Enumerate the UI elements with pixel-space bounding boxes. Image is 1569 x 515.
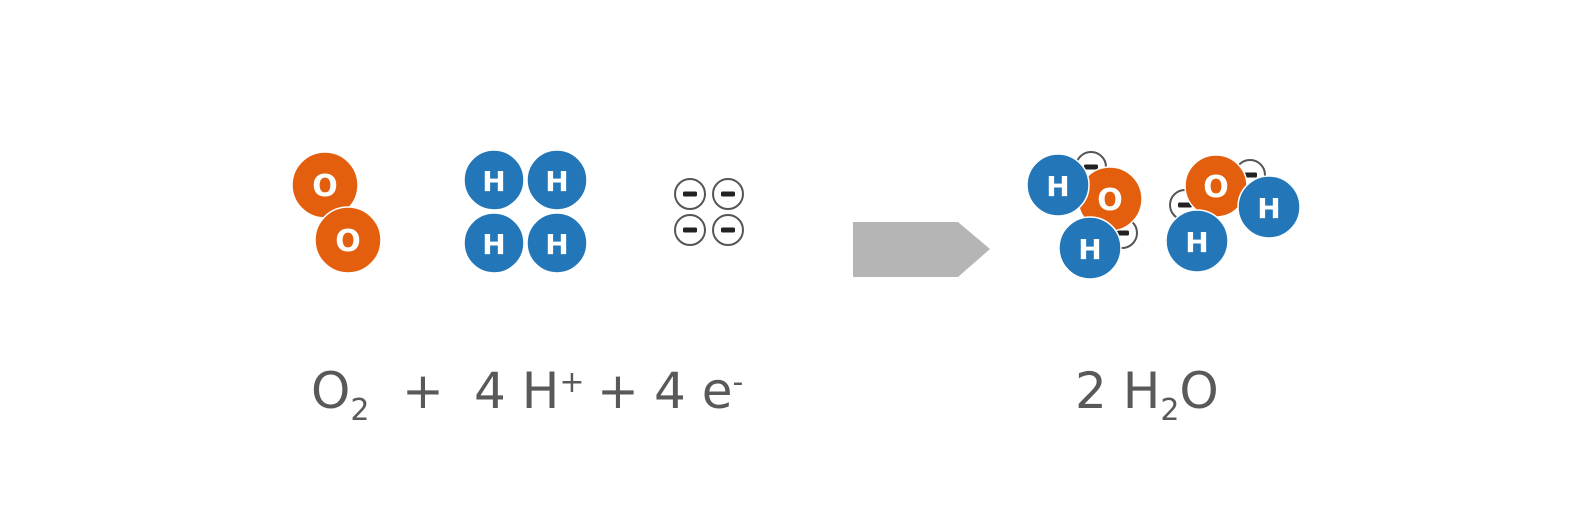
water-symbol-o: O xyxy=(1179,362,1219,420)
electron xyxy=(674,214,706,246)
oxygen-symbol: O xyxy=(1203,170,1229,205)
electron-symbol: 4 e xyxy=(654,362,733,420)
hydrogen-symbol: H xyxy=(1257,192,1280,225)
hydrogen-atom: H xyxy=(1237,175,1301,239)
hydrogen-ion: H xyxy=(463,149,525,211)
plus-sign: + xyxy=(597,362,639,420)
hydrogen-ion: H xyxy=(526,149,588,211)
hydrogen-ion: H xyxy=(526,212,588,274)
oxygen-atom: O xyxy=(1077,166,1143,232)
right-arrow-icon xyxy=(853,222,990,277)
hydrogen-symbol: H xyxy=(545,165,568,198)
hydrogen-circle xyxy=(463,212,525,274)
water-formula: 2 H2O xyxy=(1075,366,1219,426)
minus-sign xyxy=(683,227,697,233)
hydrogen-symbol: H xyxy=(545,228,568,261)
oxygen-symbol: O xyxy=(1097,183,1123,218)
hydrogen-circle xyxy=(463,149,525,211)
hydrogen-circle xyxy=(526,212,588,274)
electron-charge: - xyxy=(732,365,744,400)
hydrogen-ion: H xyxy=(463,212,525,274)
electron xyxy=(712,178,744,210)
water-symbol-h: 2 H xyxy=(1075,362,1161,420)
oxygen-circle xyxy=(314,206,382,274)
oxygen-atom: O xyxy=(291,151,359,219)
electron xyxy=(674,178,706,210)
hydrogen-circle xyxy=(1237,175,1301,239)
hydrogen-atom: H xyxy=(1058,216,1122,280)
hydrogen-circle xyxy=(526,149,588,211)
hydrogen-atom: H xyxy=(1165,209,1229,273)
hydrogen-symbol: H xyxy=(1046,170,1069,203)
minus-sign xyxy=(1243,172,1257,178)
oxygen-atom: O xyxy=(314,206,382,274)
minus-sign xyxy=(1084,164,1098,170)
electrons-group xyxy=(674,178,744,246)
plus-sign: + xyxy=(402,362,444,420)
hydrogen-symbol: H xyxy=(482,228,505,261)
hydrogen-ion-symbol: 4 H xyxy=(474,362,560,420)
hydrogen-ions-group: H H H H xyxy=(463,149,588,274)
water-molecule: O H H xyxy=(1026,151,1143,280)
hydrogen-ion-formula: 4 H+ xyxy=(474,366,584,416)
minus-sign xyxy=(1178,202,1192,208)
hydrogen-symbol: H xyxy=(482,165,505,198)
hydrogen-circle xyxy=(1165,209,1229,273)
minus-sign xyxy=(721,191,735,197)
o2-formula: O2 xyxy=(311,366,369,426)
o2-symbol: O xyxy=(311,362,351,420)
water-subscript: 2 xyxy=(1160,393,1180,428)
electron-formula: 4 e- xyxy=(654,366,743,416)
minus-sign xyxy=(683,191,697,197)
hydrogen-atom: H xyxy=(1026,153,1090,217)
hydrogen-circle xyxy=(1026,153,1090,217)
hydrogen-ion-charge: + xyxy=(559,365,585,400)
oxygen-atom: O xyxy=(1184,154,1248,218)
oxygen-symbol: O xyxy=(335,224,361,259)
minus-sign xyxy=(721,227,735,233)
oxygen-symbol: O xyxy=(312,169,338,204)
electron xyxy=(712,214,744,246)
o2-molecule: O O xyxy=(291,151,382,274)
water-molecule: O H H xyxy=(1165,154,1301,273)
hydrogen-symbol: H xyxy=(1185,226,1208,259)
hydrogen-circle xyxy=(1058,216,1122,280)
hydrogen-symbol: H xyxy=(1078,233,1101,266)
o2-subscript: 2 xyxy=(350,393,370,428)
